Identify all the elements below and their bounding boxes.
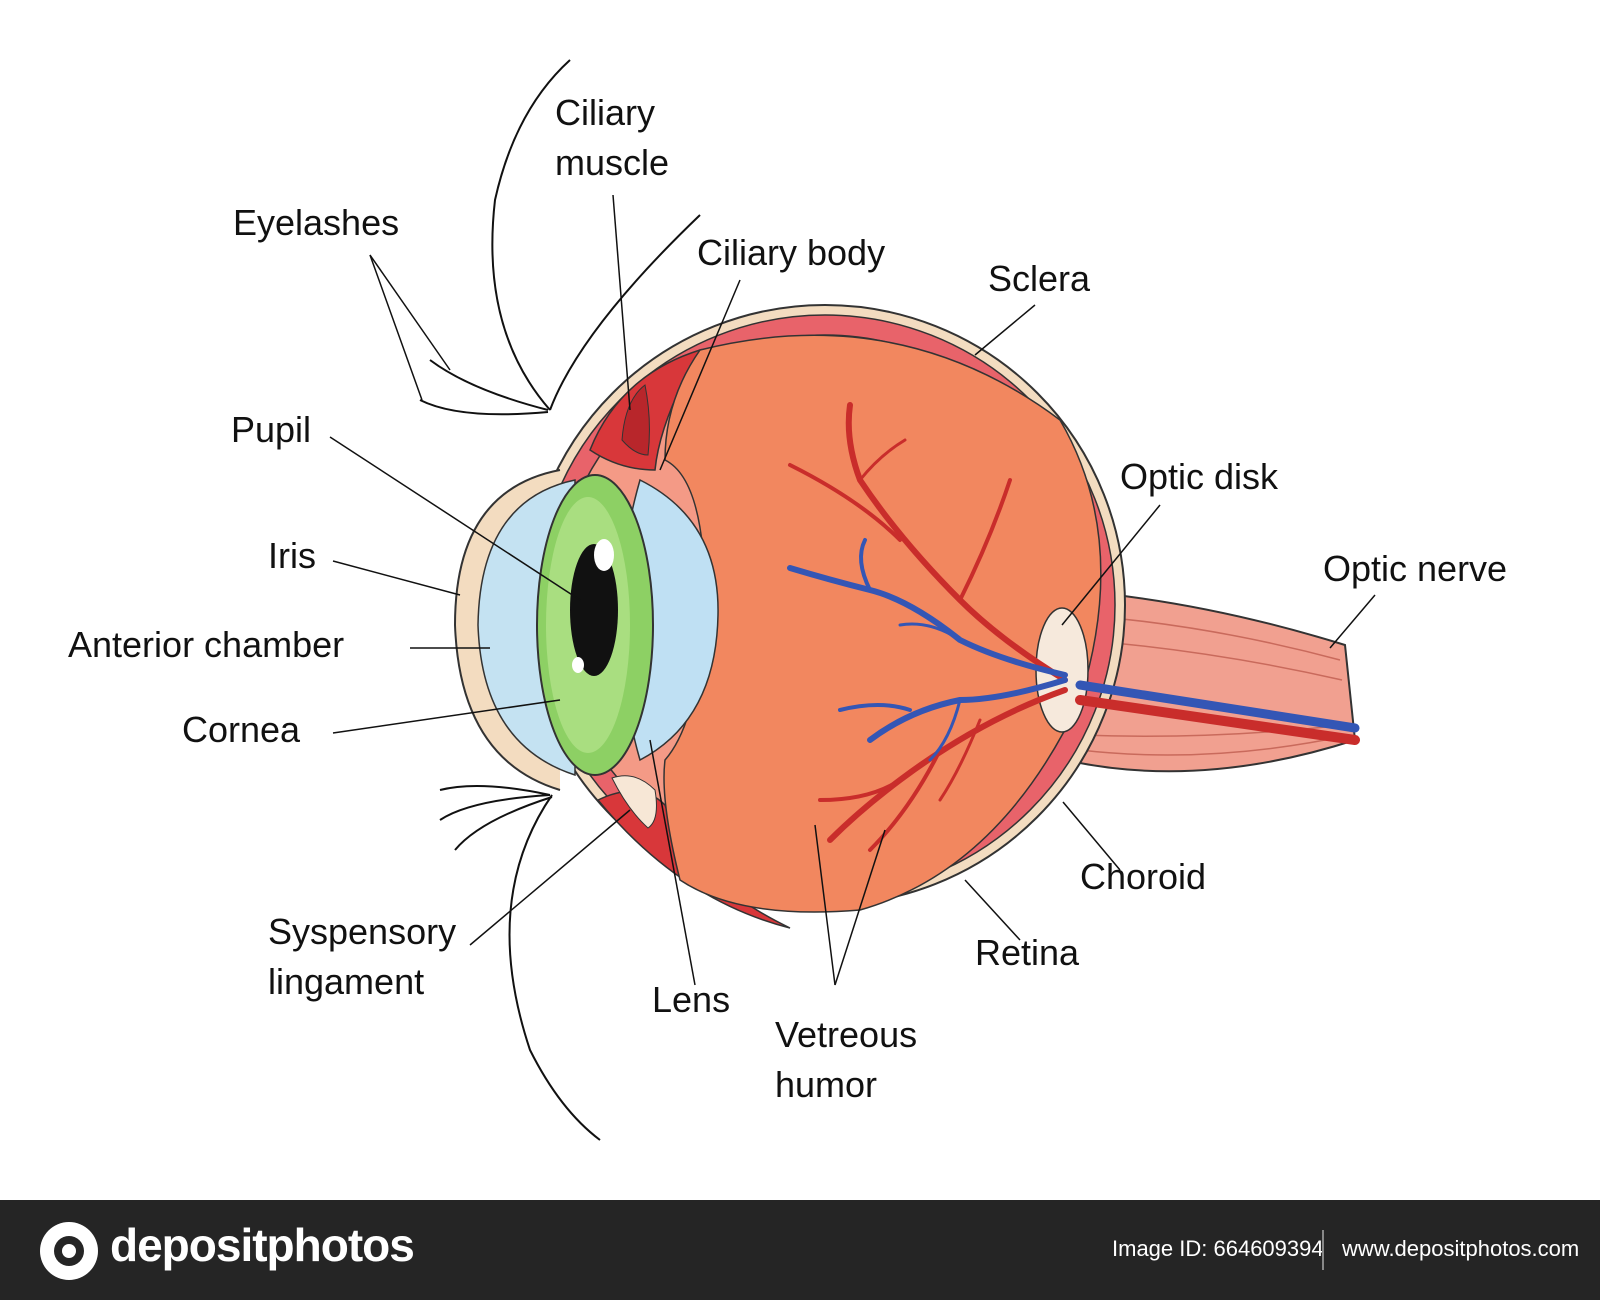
label-cornea: Cornea [182,709,301,750]
label-suspensory-ligament: Syspensory lingament [268,911,457,1002]
suspensory-ligament-shape [611,775,657,829]
brand-logo-text[interactable]: depositphotos [110,1219,415,1271]
leader-lines [329,194,1376,986]
eye-anatomy-diagram [329,59,1376,1141]
label-lens: Lens [652,979,731,1020]
label-anterior-chamber: Anterior chamber [68,624,345,665]
arteries [788,402,1360,852]
image-id-text: Image ID: 664609394 [1112,1236,1324,1261]
label-retina: Retina [975,932,1080,973]
label-pupil: Pupil [231,409,312,450]
label-vitreous-humor: Vetreous humor [775,1014,918,1105]
label-sclera: Sclera [988,258,1091,299]
veins [787,538,1360,762]
pupil-highlight-1 [594,539,614,571]
eyelashes-shape [419,59,701,1141]
label-choroid: Choroid [1080,856,1207,897]
footer-bar: depositphotos Image ID: 664609394 www.de… [0,1200,1600,1300]
label-iris: Iris [268,535,316,576]
label-ciliary-body: Ciliary body [697,232,886,273]
camera-logo-icon [40,1222,98,1280]
label-optic-disk: Optic disk [1120,456,1279,497]
pupil-highlight-2 [572,657,584,673]
footer-divider [1322,1230,1324,1270]
pupil-shape [570,544,618,676]
label-optic-nerve: Optic nerve [1323,548,1508,589]
label-eyelashes: Eyelashes [233,202,400,243]
vitreous-humor-shape [663,334,1102,913]
label-ciliary-muscle: Ciliary muscle [555,92,670,183]
site-url-link[interactable]: www.depositphotos.com [1342,1236,1580,1261]
